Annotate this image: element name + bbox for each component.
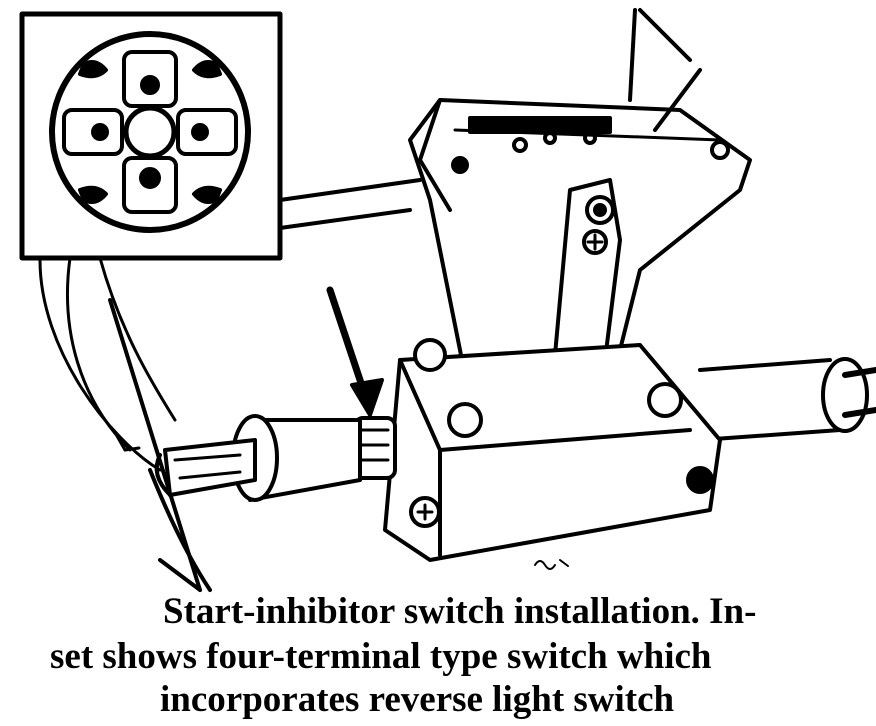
wiring-connector-plug xyxy=(154,438,257,497)
four-terminal-connector-face xyxy=(49,31,251,233)
caption-line-1: Start-inhibitor switch installation. In- xyxy=(163,591,757,632)
steering-column xyxy=(108,178,422,592)
scribble-mark xyxy=(534,559,569,570)
column-tube-right xyxy=(698,357,876,442)
caption-line-3: incorporates reverse light switch xyxy=(160,679,675,720)
inset-box xyxy=(19,11,283,261)
inset-leader-lines xyxy=(38,256,177,472)
switch-mounting-base xyxy=(383,338,722,562)
shift-lever xyxy=(628,8,702,132)
pointer-arrow xyxy=(326,286,384,417)
start-inhibitor-switch xyxy=(154,414,397,502)
caption-line-2: set shows four-terminal type switch whic… xyxy=(50,636,712,677)
